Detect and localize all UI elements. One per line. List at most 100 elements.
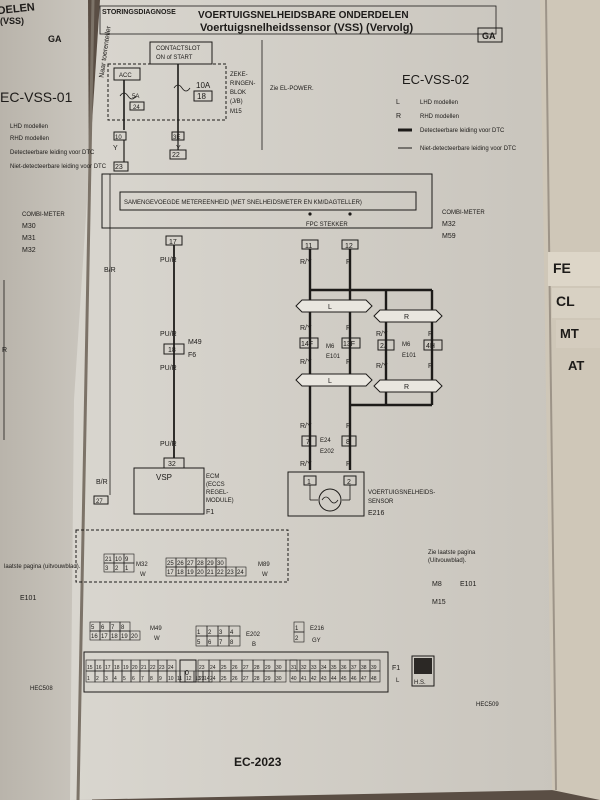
ground-pin-box <box>93 495 109 505</box>
e216-pin-label: 2 <box>295 636 299 642</box>
ecm-left-pin-label: 19 <box>123 665 129 671</box>
meter-label: SAMENGEVOEGDE METEREENHEID (MET SNELHEID… <box>124 200 362 206</box>
wire-r-y-label-2: R/Y <box>300 325 312 332</box>
ignition-state: ON of START <box>156 55 193 61</box>
connector-e216-grid: 12 <box>293 621 305 643</box>
fuse-block-line-2: RINGEN- <box>230 81 255 87</box>
ecm-left-pin-label: 9 <box>159 676 162 682</box>
fuse-left-num-box <box>129 101 145 111</box>
conn-m49-ref: M49 <box>150 626 162 632</box>
conn-8: 8 <box>346 439 350 446</box>
conn-8-box <box>341 435 357 447</box>
junction-r-bottom <box>373 379 443 393</box>
conn-13f-box <box>341 337 361 349</box>
m49-pin-label: 6 <box>101 625 105 631</box>
left-page <box>0 0 92 800</box>
ecm-left-pin-label: 18 <box>114 665 120 671</box>
conn-m32-color: W <box>140 572 146 578</box>
ecm-right-pin-label: 47 <box>361 676 367 682</box>
left-legend-lhd: LHD modellen <box>10 124 48 130</box>
m89-pin-label: 26 <box>177 561 184 567</box>
ecm-right-pin-label: 32 <box>301 665 307 671</box>
see-last-page-1: Zie laatste pagina <box>428 550 476 556</box>
header-title-top: VOERTUIGSNELHEIDSBARE ONDERDELEN <box>198 10 409 21</box>
fuse-block-ref: M15 <box>230 109 242 115</box>
ecm-mid-pin-label: 27 <box>243 676 249 682</box>
legend-nondetectable: Niet-detecteerbare leiding voor DTC <box>420 146 517 152</box>
ecm-right-pin-label: 41 <box>301 676 307 682</box>
conn-ref-e202: E202 <box>320 449 335 455</box>
left-page-code: HEC508 <box>30 686 53 692</box>
junction-l-top <box>295 299 373 313</box>
header-frame <box>99 5 497 35</box>
wire-b-r-label-2: B/R <box>96 479 108 486</box>
conn-right-ref: M6 <box>402 342 411 348</box>
ecm-mid-pin-label: 30 <box>276 676 282 682</box>
m32-pin-label: 2 <box>115 566 119 572</box>
meter-inner-box <box>119 191 417 211</box>
fuse-block-box <box>107 63 227 121</box>
left-page-header: DELEN <box>0 1 35 17</box>
m89-pin-label: 17 <box>167 570 174 576</box>
fpc-label: FPC STEKKER <box>306 222 348 228</box>
conn-4h: 4H <box>426 343 435 350</box>
ecm-mid-pin-label: 26 <box>232 665 238 671</box>
ecm-mid-pin-label: 25 <box>221 665 227 671</box>
m49-pin-label: 5 <box>91 625 95 631</box>
ecm-mid-pin-label: 29 <box>265 676 271 682</box>
ecm-right-pin-label: 45 <box>341 676 347 682</box>
fuse-block-line-3: BLOK <box>230 90 246 96</box>
dashed-view-frame <box>75 529 289 583</box>
tab-mt-label: MT <box>560 326 579 341</box>
fuse-left-num: 24 <box>133 105 140 111</box>
left-conn-m32: M32 <box>22 247 36 254</box>
meter-ref-m32: M32 <box>442 221 456 228</box>
conn-7: 7 <box>306 439 310 446</box>
ground-pin: 27 <box>96 499 103 505</box>
left-conn-m31: M31 <box>22 235 36 242</box>
mid-conn-ref: M49 <box>188 339 202 346</box>
diagram-id: EC-VSS-02 <box>402 72 469 87</box>
ecm-right-pin-label: 39 <box>371 665 377 671</box>
e202-pin-label: 1 <box>197 630 201 636</box>
page-title: Voertuigsnelheidssensor (VSS) (Vervolg) <box>200 22 413 34</box>
left-wire-label: R <box>2 347 7 354</box>
wire-pu-r-label-2: PU/R <box>160 331 177 338</box>
conn-4h-box <box>423 339 443 351</box>
e202-pin-label: 3 <box>219 630 223 636</box>
pin-10-box <box>113 131 127 141</box>
pin-23-box <box>113 161 129 172</box>
m49-pin-label: 16 <box>91 634 98 640</box>
wire-r-label-6: R <box>346 423 351 430</box>
e202-pin-label: 4 <box>230 630 234 636</box>
m89-pin-label: 29 <box>207 561 214 567</box>
wire-y-left: Y <box>113 145 118 152</box>
conn-2j: 2J <box>380 343 387 350</box>
left-legend-nondet: Niet-detecteerbare leiding voor DTC <box>10 164 107 170</box>
hs-icon-fill <box>414 658 432 674</box>
left-page-content: DELEN GA (VSS) EC-VSS-01 LHD modellen RH… <box>0 1 107 692</box>
hs-label: H.S. <box>414 680 426 686</box>
see-last-page-2: (Uitvouwblad). <box>428 558 467 564</box>
pin-22-box <box>169 149 187 160</box>
sensor-line-1: VOERTUIGSNELHEIDS- <box>368 490 435 496</box>
e202-pin-label: 5 <box>197 640 201 646</box>
conn-ref-e24: E24 <box>320 438 331 444</box>
ecm-left-pin-label: 8 <box>150 676 153 682</box>
fpc-dot-right <box>348 212 352 216</box>
left-diagram-id: EC-VSS-01 <box>0 89 73 105</box>
pin-11: 11 <box>305 243 312 250</box>
m32-pin-label: 9 <box>125 557 129 563</box>
left-legend-det: Detecteerbare leiding voor DTC <box>10 150 95 156</box>
ecm-mid-pin-label: 24 <box>210 665 216 671</box>
right-page <box>70 0 556 800</box>
conn-e216-ref: E216 <box>310 626 325 632</box>
m89-pin-label: 28 <box>197 561 204 567</box>
sine-wave-icon <box>321 496 339 504</box>
conn-e216-color: GY <box>312 638 321 644</box>
e202-pin-label: 7 <box>219 640 223 646</box>
